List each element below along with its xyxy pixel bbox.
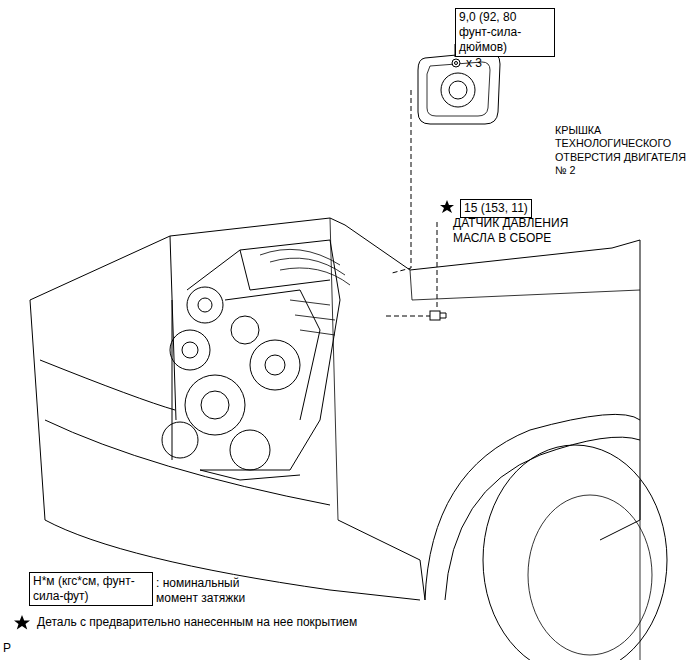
- torque-value: 9,0 (92, 80 фунт-сила-дюймов): [459, 10, 551, 55]
- quantity-label: x 3: [466, 56, 506, 71]
- page-mark: P: [3, 641, 23, 656]
- part-name: ДАТЧИК ДАВЛЕНИЯ МАСЛА В СБОРЕ: [453, 216, 603, 246]
- torque-box: 9,0 (92, 80 фунт-сила-дюймов): [455, 8, 555, 57]
- legend-text: Деталь с предварительно нанесенным на не…: [37, 615, 677, 630]
- torque-box: 15 (153, 11): [460, 199, 532, 218]
- torque-value: 15 (153, 11): [464, 201, 528, 216]
- legend-text: : номинальный момент затяжки: [156, 576, 266, 606]
- part-name: КРЫШКА ТЕХНОЛОГИЧЕСКОГО ОТВЕРСТИЯ ДВИГАТ…: [555, 124, 689, 178]
- torque-value: Н*м (кгс*см, фунт-сила-фут): [33, 574, 149, 604]
- legend-torque-box: Н*м (кгс*см, фунт-сила-фут): [29, 572, 153, 606]
- legend-star: [14, 615, 30, 630]
